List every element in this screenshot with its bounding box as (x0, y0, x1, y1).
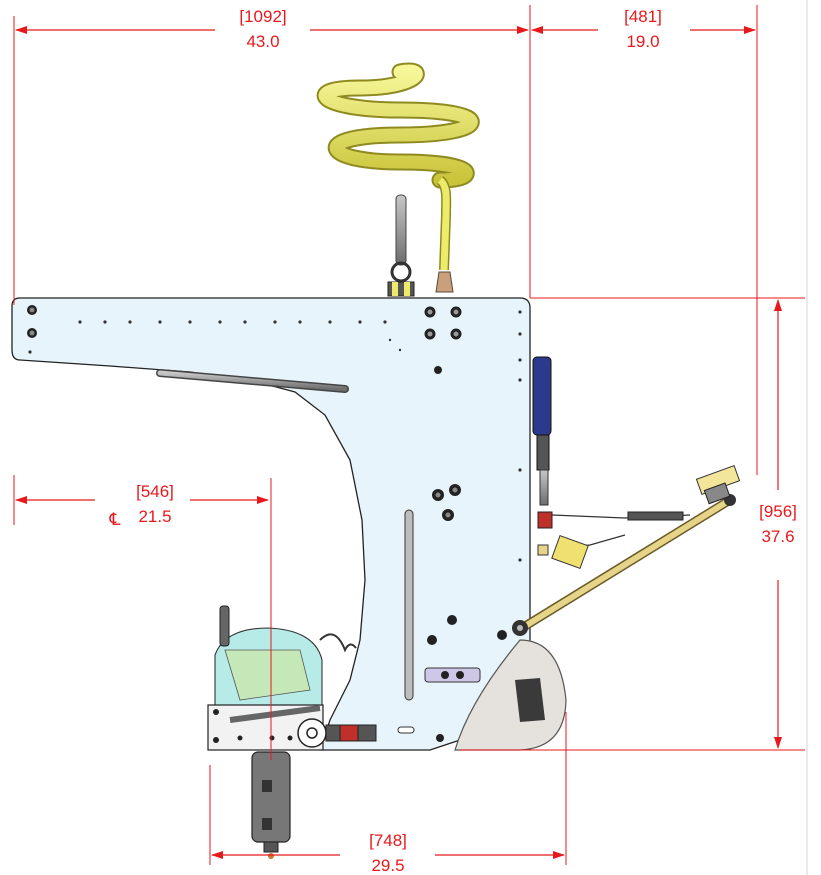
dimension-top-overall-length: [1092] 43.0 (15, 7, 529, 51)
diagonal-brace-rod (156, 369, 349, 393)
vertical-slot-rod (404, 509, 414, 701)
dim-bottom-in: 29.5 (371, 856, 404, 875)
dim-height-in: 37.6 (761, 527, 794, 546)
dim-top-right-in: 19.0 (626, 32, 659, 51)
frame-rivet-row (28, 310, 522, 562)
dim-centerline-mm: [546] (136, 482, 174, 501)
dimension-extension-lines (13, 5, 805, 865)
machine-frame-body (11, 297, 531, 751)
overhead-spring-coil (316, 62, 480, 293)
dimension-base-width: [748] 29.5 (211, 831, 565, 875)
hanger-rod (387, 194, 415, 297)
base-plate (207, 704, 377, 751)
control-cables (537, 511, 691, 570)
dim-top-left-mm: [1092] (239, 7, 286, 26)
pivot-arm (512, 465, 741, 636)
dimension-overall-height: [956] 37.6 (759, 299, 797, 749)
frame-bolt-holes (27, 305, 507, 742)
front-guard-cover (214, 605, 357, 711)
rear-support-wheel (454, 639, 567, 751)
dim-top-left-in: 43.0 (246, 32, 279, 51)
hydraulic-cylinder (532, 356, 553, 529)
dim-bottom-mm: [748] (369, 831, 407, 850)
adjustment-slot-plate (397, 667, 481, 734)
centerline-symbol: ℄ (109, 510, 121, 529)
dim-centerline-in: 21.5 (138, 507, 171, 526)
dimension-centerline: [546] ℄ 21.5 (15, 478, 272, 760)
dim-top-right-mm: [481] (624, 7, 662, 26)
spindle-motor (251, 751, 291, 859)
dim-height-mm: [956] (759, 502, 797, 521)
dimension-top-overhang: [481] 19.0 (531, 7, 756, 51)
